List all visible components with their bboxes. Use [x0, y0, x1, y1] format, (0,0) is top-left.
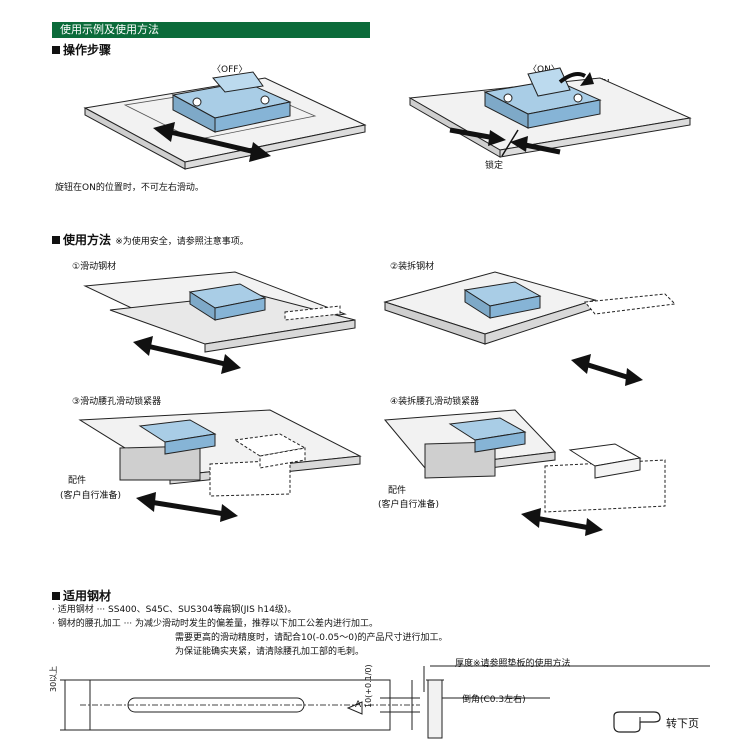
pointing-hand-icon — [613, 711, 661, 733]
part-label-3: 配件 — [68, 476, 87, 486]
section-use-title: 使用方法 ※为使用安全，请参照注意事项。 — [52, 231, 249, 248]
clamp-step3-icon — [138, 419, 217, 455]
header-title: 使用示例及使用方法 — [60, 23, 159, 36]
lock-label: 锁定 — [485, 161, 504, 171]
illustration-off — [83, 71, 367, 170]
step3-label: ③滑动腰孔滑动锁紧器 — [72, 397, 162, 407]
double-arrow-step2-icon — [571, 354, 643, 386]
step4-label: ④装拆腰孔滑动锁紧器 — [390, 397, 480, 407]
bullet-square-icon — [52, 235, 60, 244]
section-ops-title: 操作步骤 — [52, 41, 111, 58]
steel-line2: · 钢材的腰孔加工 ··· 为减少滑动时发生的偏差量，推荐以下加工公差内进行加工… — [52, 619, 379, 629]
double-arrow-step1-icon — [133, 336, 241, 374]
thickness-note: 厚度※请参照垫板的使用方法 — [455, 659, 571, 669]
off-label: 〈OFF〉 — [212, 65, 248, 75]
illustration-on — [408, 67, 692, 158]
part-label-4: 配件 — [388, 486, 407, 496]
clamp-step2-icon — [463, 281, 542, 319]
clamp-off-icon — [171, 71, 292, 133]
part-sub-3: (客户自行准备) — [60, 491, 122, 501]
section-use-title-text: 使用方法 — [63, 233, 112, 247]
clamp-removed-step4-icon — [568, 443, 642, 479]
ops-caption: 旋钮在ON的位置时，不可左右滑动。 — [55, 183, 204, 193]
step2-label: ②装拆钢材 — [390, 262, 435, 272]
section-steel-title-text: 适用钢材 — [63, 589, 112, 603]
dim-30: 30以上 — [49, 665, 58, 692]
steel-drawing — [60, 679, 420, 731]
section-ops-title-text: 操作步骤 — [63, 43, 112, 57]
chamfer-label: 倒角(C0.3左右) — [462, 695, 526, 705]
header-band — [52, 22, 370, 38]
step1-label: ①滑动钢材 — [72, 262, 117, 272]
section-use-note: ※为使用安全，请参照注意事项。 — [115, 237, 249, 247]
next-page-button[interactable]: 转下页 — [610, 708, 720, 734]
thickness-drawing — [423, 665, 710, 739]
clamp-on-icon — [483, 67, 602, 129]
double-arrow-slide-icon — [153, 122, 271, 162]
next-page-label: 转下页 — [666, 717, 699, 730]
double-arrow-step4-icon — [521, 508, 603, 536]
label-a: A — [355, 700, 362, 710]
illustration-step2 — [383, 271, 677, 386]
illustration-step1 — [83, 271, 356, 374]
steel-line4: 为保证能确实夹紧，请清除腰孔加工部的毛刺。 — [175, 647, 365, 657]
illustration-step3 — [78, 409, 362, 522]
rotate-arrow-icon — [558, 72, 587, 84]
part-sub-4: (客户自行准备) — [378, 500, 440, 510]
clamp-step1-icon — [188, 283, 267, 321]
on-label: 〈ON〉 — [528, 65, 560, 75]
illustration-step4 — [383, 409, 666, 536]
lock-arrows-icon — [449, 127, 561, 157]
clamp-ghost-step3-icon — [233, 433, 307, 469]
steel-line3: 需要更高的滑动精度时，请配合10(-0.05～0)的产品尺寸进行加工。 — [175, 633, 448, 643]
bullet-square-icon — [52, 45, 60, 54]
section-steel-title: 适用钢材 — [52, 587, 111, 604]
steel-line1: · 适用钢材 ··· SS400、S45C、SUS304等扁钢(JIS h14级… — [52, 605, 297, 615]
dim-10: 10(+0.1/0) — [364, 664, 373, 708]
bullet-square-icon — [52, 591, 60, 600]
double-arrow-step3-icon — [136, 492, 238, 522]
clamp-step4-icon — [448, 417, 527, 453]
